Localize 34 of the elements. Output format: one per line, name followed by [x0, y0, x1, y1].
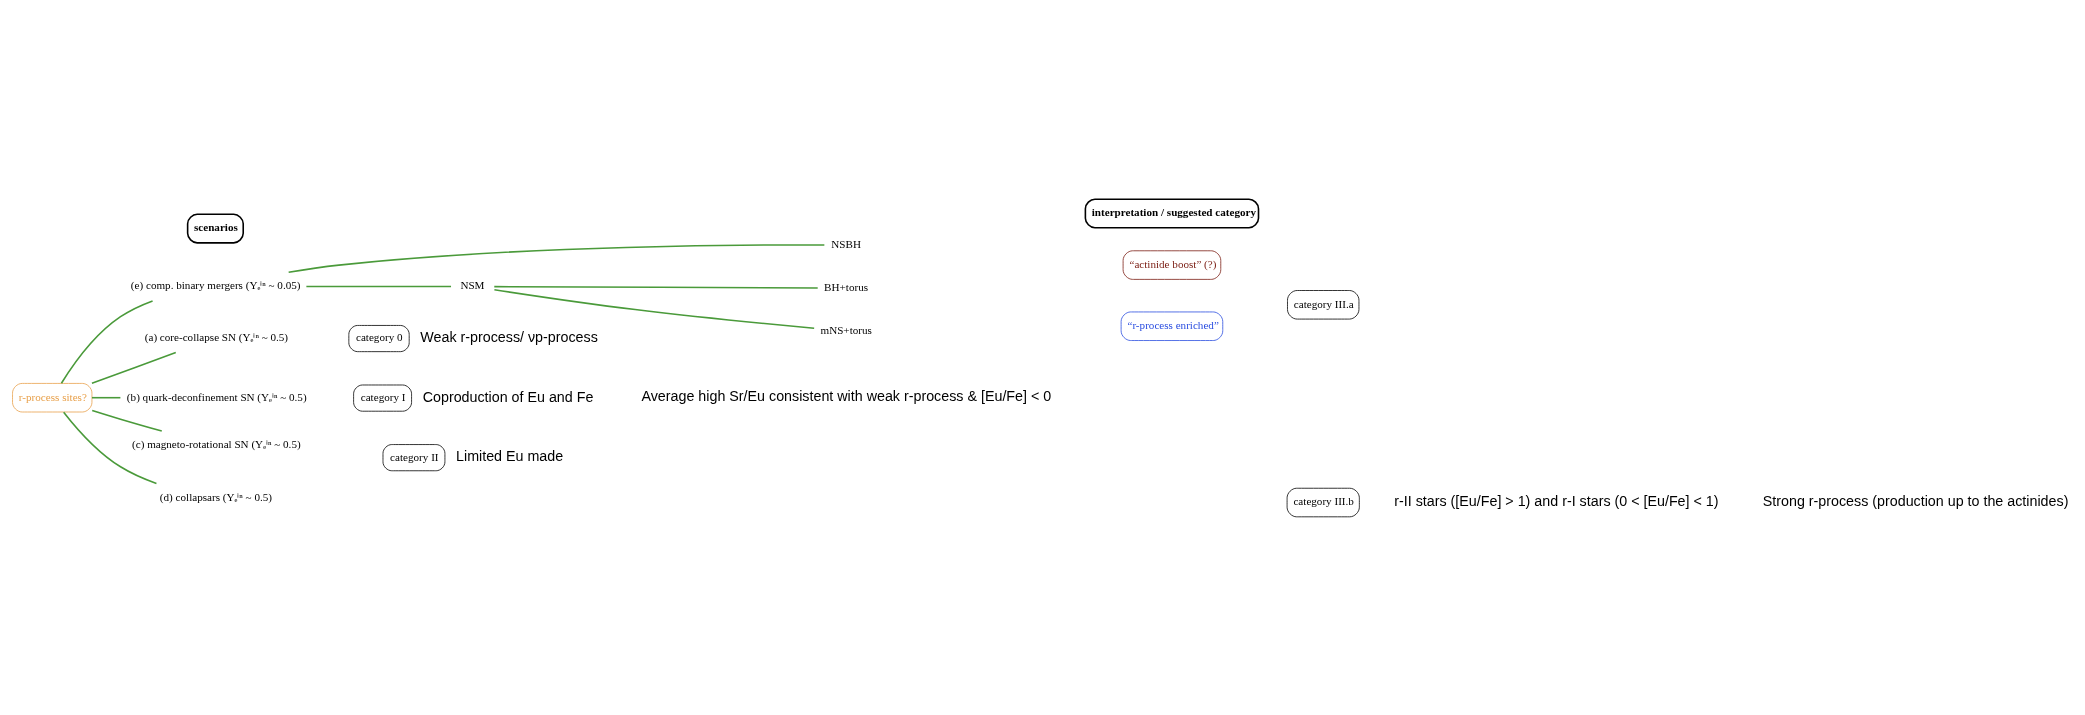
label: r-II stars ([Eu/Fe] > 1) and r-I stars (0 < [Eu/Fe] < 1): [1394, 492, 1719, 509]
connector: [91, 409, 163, 432]
node-box: category I: [353, 384, 412, 412]
node-box: scenarios: [186, 212, 244, 244]
node-box: category 0: [348, 324, 410, 352]
node-text: (c) magneto-rotational SN (Yₑⁱⁿ ~ 0.5): [132, 437, 301, 450]
node-text: (d) collapsars (Yₑⁱⁿ ~ 0.5): [159, 490, 272, 503]
node-box: “r-process enriched”: [1120, 311, 1224, 341]
node-box: category III.b: [1286, 487, 1360, 517]
connector: [91, 351, 177, 384]
label: Strong r-process (production up to the actinides): [1762, 492, 2069, 509]
connector: [60, 299, 154, 384]
node-text: (b) quark-deconfinement SN (Yₑⁱⁿ ~ 0.5): [126, 390, 307, 403]
label: Average high Sr/Eu consistent with weak r-process & [Eu/Fe] < 0: [641, 387, 1052, 404]
node-text: NSM: [460, 278, 485, 291]
connector: [305, 285, 452, 287]
connector: [91, 396, 122, 398]
node-box: r-process sites?: [12, 382, 93, 412]
node-box: interpretation / suggested category: [1084, 197, 1260, 229]
node-box: category III.a: [1287, 289, 1360, 319]
connector: [493, 285, 819, 289]
node-label: Weak r-process/ νp-process: [420, 328, 598, 345]
node-text: (e) comp. binary mergers (Yₑⁱⁿ ~ 0.05): [130, 278, 301, 291]
node-label: Coproduction of Eu and Fe: [422, 388, 594, 405]
connector: [62, 410, 158, 484]
node-label: Limited Eu made: [456, 447, 564, 464]
node-box: category II: [382, 443, 446, 471]
node-text: BH+torus: [824, 280, 869, 293]
node-text: NSBH: [831, 237, 861, 250]
connector: [287, 243, 826, 273]
node-text: mNS+torus: [820, 323, 872, 336]
node-text: (a) core-collapse SN (Yₑⁱⁿ ~ 0.5): [144, 330, 289, 343]
node-box: “actinide boost” (?): [1122, 249, 1222, 280]
connector: [493, 288, 815, 329]
